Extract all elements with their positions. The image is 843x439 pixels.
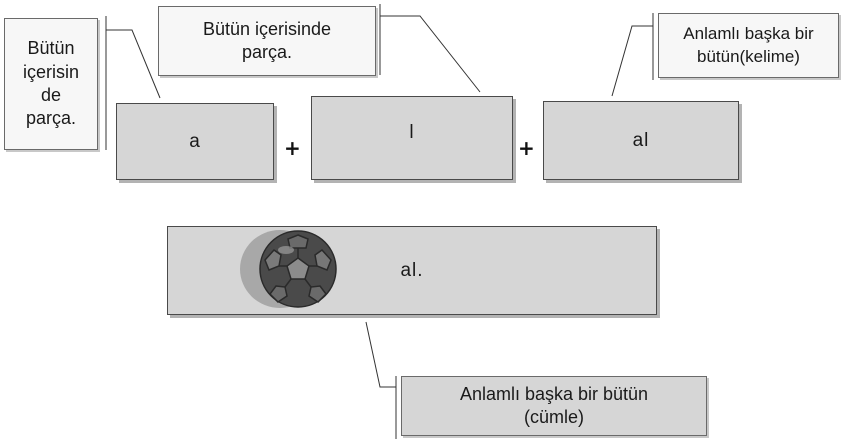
letter-box-l: l — [311, 96, 513, 180]
word-box-al: al — [543, 101, 739, 180]
word-box-al-text: al — [632, 129, 650, 151]
callout-word-meaning-text: Anlamlı başka bir bütün(kelime) — [683, 24, 814, 66]
callout-part-left-text: Bütün içerisin de parça. — [22, 38, 79, 129]
connector-bottom — [365, 321, 396, 388]
letter-box-a-text: a — [189, 130, 201, 152]
plus-sign-1: + — [284, 138, 301, 158]
callout-part-top: Bütün içerisinde parça. — [158, 6, 376, 76]
callout-part-top-text: Bütün içerisinde parça. — [202, 18, 332, 62]
plus-sign-2-text: + — [518, 136, 535, 160]
callout-sentence-meaning-text: Anlamlı başka bir bütün (cümle) — [459, 383, 649, 427]
callout-part-left: Bütün içerisin de parça. — [4, 18, 98, 150]
connector-left — [106, 29, 161, 99]
sentence-box-text: al. — [400, 259, 424, 281]
plus-sign-1-text: + — [284, 136, 301, 160]
plus-sign-2: + — [518, 138, 535, 158]
letter-box-l-text: l — [409, 122, 415, 143]
connector-right — [611, 25, 653, 97]
callout-sentence-meaning: Anlamlı başka bir bütün (cümle) — [401, 376, 707, 436]
callout-word-meaning: Anlamlı başka bir bütün(kelime) — [658, 13, 839, 78]
letter-box-a: a — [116, 103, 274, 180]
connector-top — [380, 15, 481, 93]
soccer-ball-icon — [240, 230, 337, 308]
